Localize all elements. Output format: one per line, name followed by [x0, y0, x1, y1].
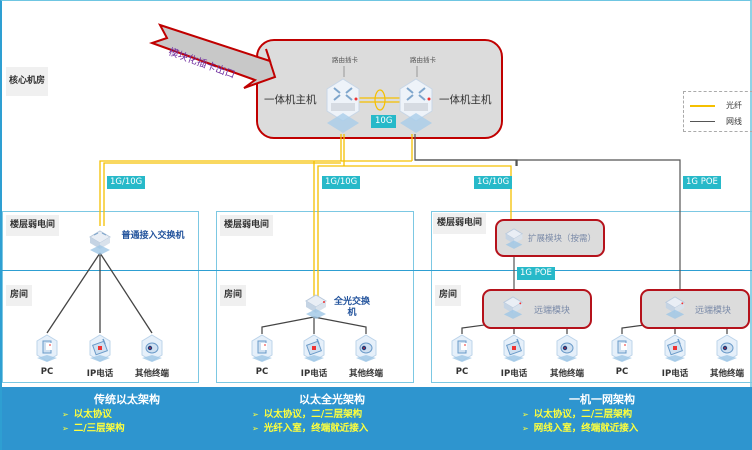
- device-label: IP电话: [661, 369, 689, 379]
- room-divider: [2, 270, 752, 271]
- remote-module-box-1: [482, 289, 592, 329]
- expansion-module-icon: [504, 228, 524, 249]
- legend-fiber-label: 光纤: [726, 101, 742, 110]
- phone-icon: [89, 334, 111, 362]
- access-switch-icon: [89, 230, 111, 255]
- legend-copper-label: 网线: [726, 117, 742, 126]
- zone-label-floor-1: 楼层弱电间: [6, 215, 60, 236]
- link-badge-col1: 1G/10G: [107, 176, 146, 189]
- device-label: PC: [615, 367, 629, 377]
- link-badge-col3-poe: 1G POE: [683, 176, 721, 189]
- device-label: 其他终端: [549, 369, 584, 379]
- footer-item: ➢光纤入室，终端就近接入: [252, 422, 369, 434]
- phone-icon: [303, 334, 325, 362]
- optical-switch-icon: [305, 294, 327, 319]
- device-label: PC: [255, 367, 269, 377]
- pc-icon: [251, 334, 273, 362]
- device-label: PC: [40, 367, 54, 377]
- pc-icon: [451, 334, 473, 362]
- device-label: IP电话: [300, 369, 328, 379]
- link-badge-col2: 1G/10G: [322, 176, 361, 189]
- phone-icon: [664, 334, 686, 362]
- zone-label-room-2: 房间: [220, 285, 247, 306]
- zone-label-floor-3: 楼层弱电间: [433, 213, 487, 234]
- callout-arrow: [148, 23, 277, 89]
- terminal-icon: [141, 334, 163, 362]
- remote-module-box-2: [640, 289, 750, 329]
- terminal-icon: [556, 334, 578, 362]
- device-label: IP电话: [500, 369, 528, 379]
- host-right-label: 一体机主机: [439, 94, 492, 106]
- footer-title-all-optical: 以太全光架构: [299, 393, 365, 406]
- remote-module-2-icon: [664, 296, 686, 319]
- link-badge-module-poe: 1G POE: [517, 267, 555, 280]
- footer-col-traditional: 传统以太架构 ➢以太协议 ➢二/三层架构: [62, 393, 192, 436]
- phone-icon: [503, 334, 525, 362]
- pc-icon: [611, 334, 633, 362]
- footer-item: ➢以太协议: [62, 409, 112, 421]
- remote-module-1-label: 远端模块: [534, 306, 571, 316]
- routing-card-right-label: 路由插卡: [410, 56, 436, 64]
- zone-label-floor-2: 楼层弱电间: [220, 215, 274, 236]
- device-label: 其他终端: [348, 369, 383, 379]
- zone-label-room-1: 房间: [6, 285, 33, 306]
- core-switch-left-icon: [326, 78, 360, 133]
- terminal-icon: [355, 334, 377, 362]
- link-badge-10g: 10G: [371, 115, 397, 128]
- remote-module-1-icon: [502, 296, 524, 319]
- device-label: 其他终端: [134, 369, 169, 379]
- host-left-label: 一体机主机: [264, 94, 317, 106]
- footer-title-traditional: 传统以太架构: [94, 393, 160, 406]
- remote-module-2-label: 远端模块: [695, 306, 732, 316]
- footer-item: ➢二/三层架构: [62, 422, 125, 434]
- terminal-icon: [716, 334, 738, 362]
- zone-label-room-3: 房间: [435, 285, 462, 306]
- legend-copper-line: [690, 121, 715, 122]
- pc-icon: [36, 334, 58, 362]
- legend: 光纤 网线: [683, 91, 752, 132]
- access-switch-label: 普通接入交换机: [121, 231, 185, 241]
- architecture-summary-footer: 传统以太架构 ➢以太协议 ➢二/三层架构 以太全光架构 ➢以太协议，二/三层架构…: [2, 387, 752, 450]
- footer-item: ➢以太协议，二/三层架构: [522, 409, 633, 421]
- device-label: 其他终端: [709, 369, 744, 379]
- link-badge-col3: 1G/10G: [474, 176, 513, 189]
- footer-item: ➢网线入室，终端就近接入: [522, 422, 639, 434]
- zone-label-core: 核心机房: [6, 67, 49, 96]
- footer-title-one-network: 一机一网架构: [569, 393, 635, 406]
- footer-item: ➢以太协议，二/三层架构: [252, 409, 363, 421]
- device-label: IP电话: [86, 369, 114, 379]
- routing-card-left-label: 路由插卡: [332, 56, 358, 64]
- footer-col-all-optical: 以太全光架构 ➢以太协议，二/三层架构 ➢光纤入室，终端就近接入: [252, 393, 412, 436]
- core-switch-right-icon: [399, 78, 433, 133]
- legend-fiber-line: [690, 105, 715, 107]
- expansion-module-label: 扩展模块（按需）: [528, 234, 597, 244]
- device-label: PC: [455, 367, 469, 377]
- footer-col-one-network: 一机一网架构 ➢以太协议，二/三层架构 ➢网线入室，终端就近接入: [522, 393, 682, 436]
- optical-switch-label: 全光交换机: [333, 297, 370, 319]
